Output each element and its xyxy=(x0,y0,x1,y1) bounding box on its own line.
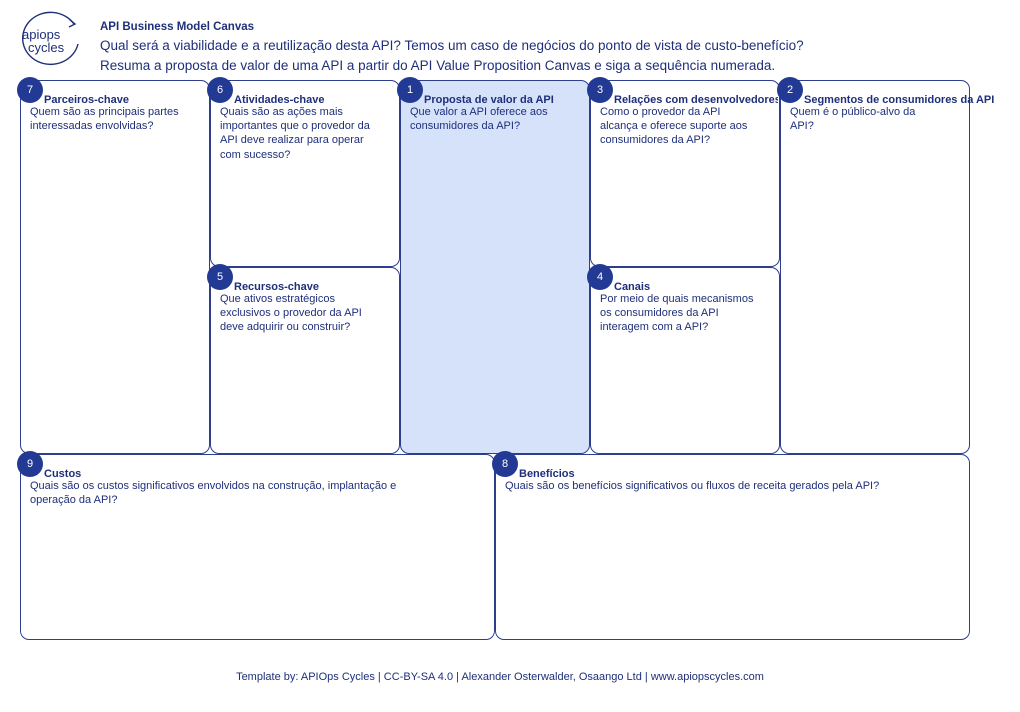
recursos-chave-block[interactable] xyxy=(210,267,400,454)
parceiros-chave-description: Quem são as principais partes interessad… xyxy=(30,106,179,133)
relacoes-title: Relações com desenvolvedores xyxy=(614,94,778,106)
beneficios-description: Quais são os benefícios significativos o… xyxy=(505,480,880,492)
number-badge-5: 5 xyxy=(207,264,233,290)
canais-block[interactable] xyxy=(590,267,780,454)
canvas-title: API Business Model Canvas xyxy=(100,21,255,33)
proposta-de-valor-block[interactable] xyxy=(400,80,590,454)
atividades-chave-description: Quais são as ações mais importantes que … xyxy=(220,106,370,161)
logo-text-top: apiops xyxy=(22,27,61,42)
number-badge-9: 9 xyxy=(17,451,43,477)
parceiros-chave-block[interactable] xyxy=(20,80,210,454)
atividades-chave-title: Atividades-chave xyxy=(234,94,325,106)
custos-title: Custos xyxy=(44,468,82,480)
relacoes-block[interactable] xyxy=(590,80,780,267)
segmentos-title: Segmentos de consumidores da API xyxy=(804,94,995,106)
relacoes-description: Como o provedor da API alcança e oferece… xyxy=(600,106,748,147)
proposta-de-valor-title: Proposta de valor da API xyxy=(424,94,554,106)
segmentos-description: Quem é o público-alvo da API? xyxy=(790,106,916,133)
proposta-de-valor-description: Que valor a API oferece aos consumidores… xyxy=(410,106,548,133)
number-badge-2: 2 xyxy=(777,77,803,103)
recursos-chave-description: Que ativos estratégicos exclusivos o pro… xyxy=(220,293,362,334)
number-badge-4: 4 xyxy=(587,264,613,290)
recursos-chave-title: Recursos-chave xyxy=(234,281,319,293)
logo-cycle-icon: apiops cycles xyxy=(22,11,79,66)
logo-text-bottom: cycles xyxy=(28,40,65,55)
canvas-subtitle-line1: Qual será a viabilidade e a reutilização… xyxy=(100,38,804,53)
canais-title: Canais xyxy=(614,281,651,293)
number-badge-8: 8 xyxy=(492,451,518,477)
canais-description: Por meio de quais mecanismos os consumid… xyxy=(600,293,754,334)
number-badge-6: 6 xyxy=(207,77,233,103)
parceiros-chave-title: Parceiros-chave xyxy=(44,94,129,106)
custos-block[interactable] xyxy=(20,454,495,640)
number-badge-7: 7 xyxy=(17,77,43,103)
segmentos-block[interactable] xyxy=(780,80,970,454)
atividades-chave-block[interactable] xyxy=(210,80,400,267)
number-badge-3: 3 xyxy=(587,77,613,103)
canvas-subtitle-line2: Resuma a proposta de valor de uma API a … xyxy=(100,58,776,73)
apiops-cycles-logo: apiops cycles xyxy=(14,8,86,68)
beneficios-block[interactable] xyxy=(495,454,970,640)
beneficios-title: Benefícios xyxy=(519,468,575,480)
template-credit: Template by: APIOps Cycles | CC-BY-SA 4.… xyxy=(236,671,764,683)
number-badge-1: 1 xyxy=(397,77,423,103)
custos-description: Quais são os custos significativos envol… xyxy=(30,480,397,507)
